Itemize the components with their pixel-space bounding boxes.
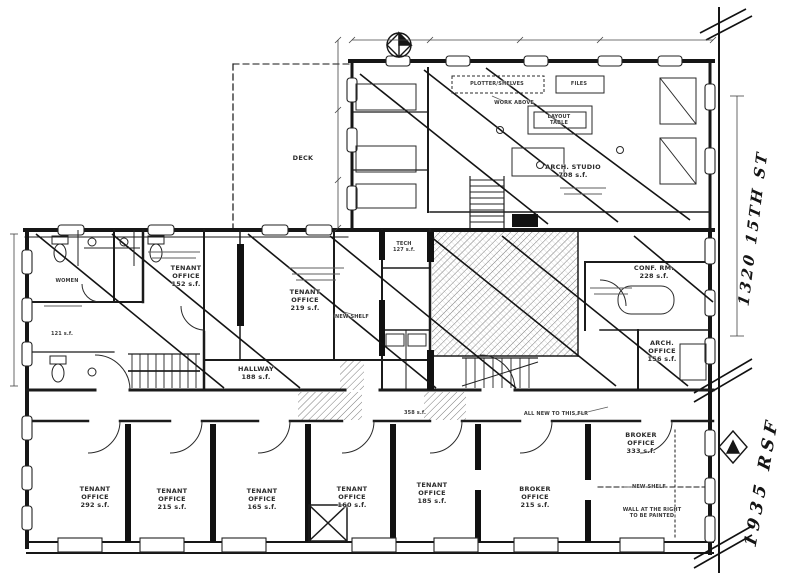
note-all-new: ALL NEW TO THIS FLR [524, 411, 588, 417]
heavy-wall-segments [125, 214, 591, 542]
label-line: OFFICE [521, 492, 549, 501]
label-line: CONF. RM. [633, 263, 675, 272]
note-new-shelf-right: NEW SHELF [632, 484, 666, 490]
label-line: 185 s.f. [417, 497, 447, 506]
label-line: TENANT [170, 263, 202, 272]
room-label-women: WOMEN [55, 278, 78, 284]
label-line: ARCH. STUDIO [545, 162, 601, 171]
label-line: OFFICE [172, 271, 200, 280]
furniture [355, 75, 707, 381]
north-arrow-icon [386, 31, 413, 58]
label-line: TECH [396, 240, 412, 247]
label-line: BROKER [625, 430, 657, 439]
label-line: 219 s.f. [290, 304, 320, 313]
label-line: 127 s.f. [392, 247, 416, 253]
label-line: 292 s.f. [80, 501, 110, 510]
label-line: OFFICE [338, 492, 366, 501]
room-label-corridor-358: 358 s.f. [404, 410, 426, 416]
label-line: TENANT [336, 484, 368, 493]
label-line: WORK ABOVE [494, 99, 534, 106]
label-line: TO BE PAINTED [629, 513, 675, 519]
label-line: 152 s.f. [171, 280, 201, 289]
hatched-area [298, 232, 578, 420]
room-label-conf-rm: CONF. RM.228 s.f. [634, 264, 674, 280]
label-line: WALL AT THE RIGHT [622, 506, 682, 513]
label-line: TENANT [416, 480, 448, 489]
label-line: OFFICE [418, 488, 446, 497]
restroom-fixtures [49, 230, 165, 383]
match-line-breaks [693, 8, 753, 569]
label-line: NEW SHELF [631, 483, 667, 490]
stairs [128, 176, 539, 388]
label-line: ARCH. [650, 338, 674, 347]
label-line: OFFICE [627, 438, 655, 447]
label-line: OFFICE [248, 494, 276, 503]
label-line: FILES [570, 80, 588, 87]
label-line: 188 s.f. [241, 373, 271, 381]
label-line: 165 s.f. [247, 503, 277, 512]
label-line: OFFICE [648, 346, 676, 355]
label-line: OFFICE [291, 295, 319, 304]
label-line: OFFICE [81, 492, 109, 501]
room-label-deck: DECK [293, 154, 314, 162]
note-new-shelf-mid: NEW SHELF [335, 314, 369, 320]
label-line: TENANT [289, 287, 321, 296]
windows [21, 55, 716, 553]
label-line: DECK [292, 153, 314, 162]
label-line: 215 s.f. [157, 503, 187, 512]
room-label-121: 121 s.f. [51, 331, 73, 337]
label-line: 708 s.f. [558, 171, 588, 179]
label-line: TABLE [549, 120, 569, 126]
label-line: 228 s.f. [639, 272, 669, 280]
door-swings [81, 279, 673, 454]
label-line: PLOTTER/SHELVES [470, 80, 524, 87]
label-line: TENANT [156, 486, 188, 495]
diagonal-reference-lines [35, 67, 714, 389]
label-line: BROKER [519, 484, 551, 493]
crossed-box [308, 504, 348, 542]
label-line: LAYOUT [547, 113, 571, 120]
label-line: TENANT [246, 486, 278, 495]
label-line: NEW SHELF [334, 313, 370, 320]
label-line: 358 s.f. [403, 409, 427, 416]
note-work-above: WORK ABOVE [494, 100, 534, 106]
note-files: FILES [571, 81, 587, 87]
dimension-lines [10, 36, 744, 387]
label-line: 156 s.f. [647, 355, 677, 364]
label-line: WOMEN [55, 277, 79, 284]
label-line: 160 s.f. [337, 501, 367, 510]
note-plotter-shelves: PLOTTER/SHELVES [470, 81, 524, 87]
label-line: 121 s.f. [50, 330, 74, 337]
label-line: HALLWAY [238, 364, 274, 373]
label-line: 215 s.f. [520, 501, 550, 510]
label-line: 333 s.f. [626, 447, 656, 456]
keynote-diamond-icon [718, 429, 748, 465]
label-line: TENANT [79, 484, 111, 493]
annotation-scribbles [44, 95, 640, 488]
label-line: OFFICE [158, 494, 186, 503]
label-line: ALL NEW TO THIS FLR [523, 410, 589, 417]
